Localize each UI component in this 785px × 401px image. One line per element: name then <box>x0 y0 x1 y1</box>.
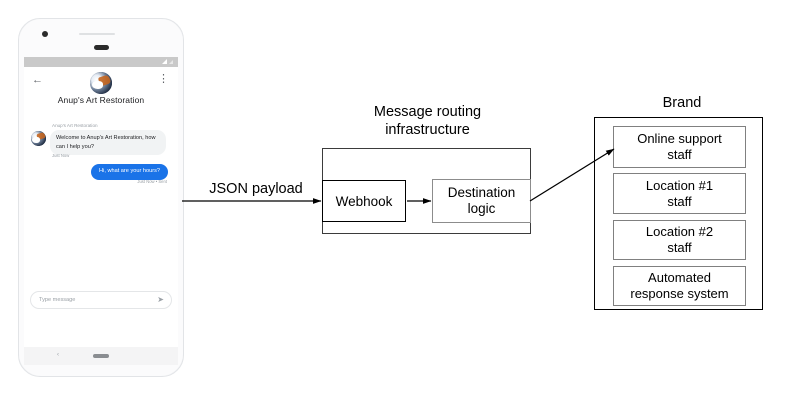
android-nav-bar: ‹ <box>24 347 178 365</box>
phone-top-slit <box>79 33 115 35</box>
brand-title: Brand <box>662 95 702 111</box>
overflow-menu-icon[interactable]: ⋮ <box>158 73 169 85</box>
infrastructure-title: Message routing infrastructure <box>373 104 482 139</box>
signal-bars-icon <box>162 59 173 64</box>
message-sender-label: Anup's Art Restoration <box>52 123 98 128</box>
back-arrow-icon[interactable]: ← <box>32 74 43 86</box>
message-input[interactable]: Type message <box>39 296 76 303</box>
brand-item-online-support-staff[interactable]: Online support staff <box>613 126 746 168</box>
message-composer[interactable]: Type message ➤ <box>30 291 172 309</box>
incoming-message-bubble: Welcome to Anup's Art Restoration, how c… <box>50 130 166 156</box>
phone-mockup: ← ⋮ Anup's Art Restoration Anup's Art Re… <box>18 18 184 377</box>
destination-logic-box[interactable]: Destination logic <box>432 179 531 223</box>
chat-header: ← ⋮ Anup's Art Restoration <box>24 67 178 119</box>
brand-item-location-1-staff[interactable]: Location #1 staff <box>613 173 746 214</box>
brand-item-location-2-staff[interactable]: Location #2 staff <box>613 220 746 260</box>
nav-back-icon[interactable]: ‹ <box>57 352 59 358</box>
front-camera-icon <box>42 31 48 37</box>
brand-item-automated-response-system[interactable]: Automated response system <box>613 266 746 306</box>
json-payload-label: JSON payload <box>209 181 303 197</box>
avatar <box>90 72 112 94</box>
send-icon[interactable]: ➤ <box>157 295 164 304</box>
earpiece-speaker <box>94 45 109 50</box>
webhook-box[interactable]: Webhook <box>322 180 406 222</box>
status-bar <box>24 57 178 67</box>
message-avatar <box>31 131 46 146</box>
phone-screen: ← ⋮ Anup's Art Restoration Anup's Art Re… <box>24 57 178 347</box>
home-indicator[interactable] <box>93 354 109 358</box>
outgoing-message-bubble: Hi, what are your hours? <box>91 164 168 180</box>
incoming-message-timestamp: Just Now <box>52 153 70 158</box>
brand-name-title: Anup's Art Restoration <box>57 95 145 105</box>
conversation-thread: Anup's Art Restoration Welcome to Anup's… <box>24 119 178 319</box>
outgoing-message-timestamp: Just Now • Sent <box>137 179 167 184</box>
